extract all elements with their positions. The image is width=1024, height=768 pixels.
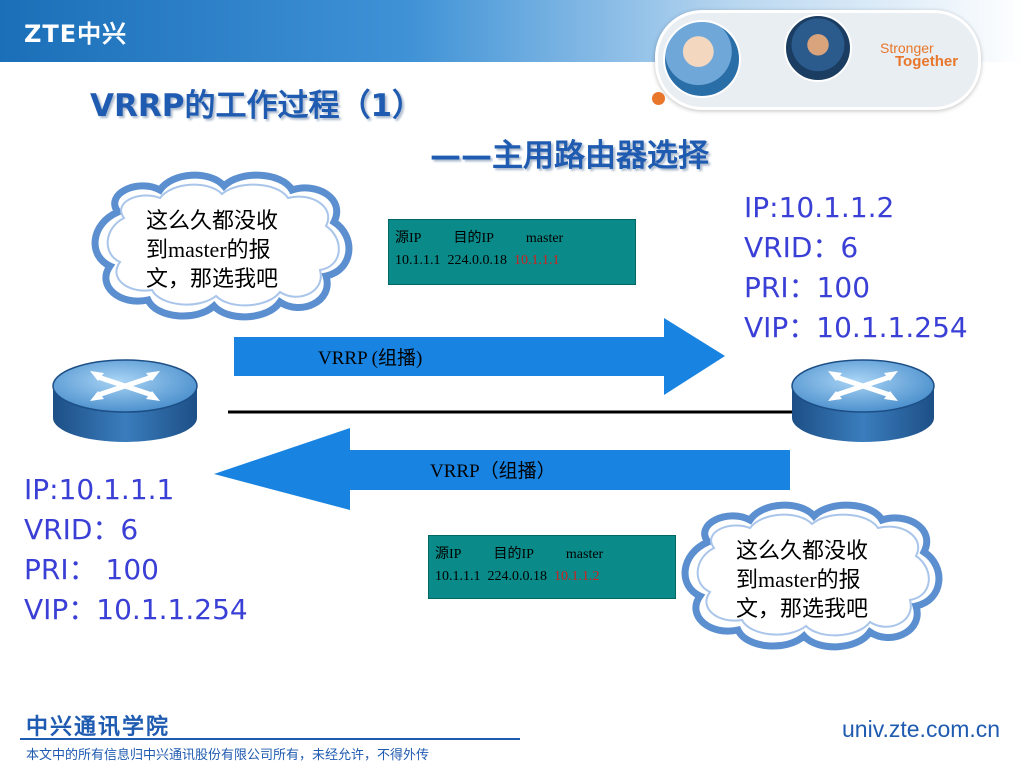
packet-top-header-master: master — [525, 231, 564, 246]
packet-bottom-header-dst: 目的IP — [493, 547, 534, 562]
arrow-right-label: VRRP (组播) — [318, 348, 423, 369]
packet-box-bottom: 源IP 目的IP master 10.1.1.1 224.0.0.18 10.1.1… — [428, 535, 676, 599]
arrow-right — [234, 318, 725, 395]
packet-bottom-header-master: master — [565, 547, 604, 562]
packet-top-dst: 224.0.0.18 — [447, 253, 508, 268]
cloud-bottom-text: 这么久都没收 到master的报 文，那选我吧 — [736, 536, 868, 623]
footer-divider — [20, 738, 520, 740]
cloud-bottom-line1: 这么久都没收 — [736, 538, 869, 563]
packet-bottom-dst: 224.0.0.18 — [487, 569, 548, 584]
slogan-line2: Together — [895, 53, 959, 70]
packet-top-header-dst: 目的IP — [453, 231, 494, 246]
router-right-vrid: VRID：6 — [744, 231, 859, 264]
cloud-top-line1: 这么久都没收 — [146, 208, 279, 233]
cloud-bottom-line2: 到master的报 — [736, 567, 861, 592]
thought-cloud-top — [91, 171, 353, 321]
cloud-bottom-line3: 文，那选我吧 — [736, 596, 869, 621]
packet-bottom-src: 10.1.1.1 — [435, 569, 481, 584]
packet-box-top: 源IP 目的IP master 10.1.1.1 224.0.0.18 10.1.1… — [388, 219, 636, 285]
thought-cloud-bottom — [681, 501, 943, 651]
router-left-icon — [52, 359, 198, 442]
router-left-vip: VIP：10.1.1.254 — [24, 593, 248, 626]
router-right-ip: IP:10.1.1.2 — [744, 191, 895, 224]
accent-dot — [652, 92, 665, 105]
slide-title: VRRP的工作过程（1） — [90, 88, 424, 124]
footer-url: univ.zte.com.cn — [842, 716, 1001, 742]
router-left-info: IP:10.1.1.1 VRID：6 PRI： 100 VIP：10.1.1.2… — [24, 470, 248, 630]
slide-subtitle: ——主用路由器选择 — [430, 138, 709, 174]
router-right-vip: VIP：10.1.1.254 — [744, 311, 968, 344]
router-left-ip: IP:10.1.1.1 — [24, 473, 175, 506]
packet-bottom-header-src: 源IP — [435, 547, 462, 562]
header-photo-right — [784, 14, 852, 82]
cloud-top-text: 这么久都没收 到master的报 文，那选我吧 — [146, 206, 278, 293]
packet-bottom-master: 10.1.1.2 — [554, 569, 600, 584]
arrow-left — [214, 428, 790, 510]
router-right-icon — [791, 359, 935, 442]
zte-logo: ZTE中兴 — [24, 20, 128, 48]
router-right-pri: PRI：100 — [744, 271, 871, 304]
footer-org: 中兴通讯学院 — [26, 715, 171, 740]
packet-top-src: 10.1.1.1 — [395, 253, 441, 268]
footer-copyright-note: 本文中的所有信息归中兴通讯股份有限公司所有，未经允许，不得外传 — [26, 748, 430, 763]
cloud-top-line3: 文，那选我吧 — [146, 266, 279, 291]
router-right-info: IP:10.1.1.2 VRID：6 PRI：100 VIP：10.1.1.25… — [744, 188, 968, 348]
arrow-left-label: VRRP（组播） — [430, 461, 556, 482]
header-photo-left — [663, 20, 741, 98]
cloud-top-line2: 到master的报 — [146, 237, 271, 262]
router-left-vrid: VRID：6 — [24, 513, 139, 546]
packet-top-master: 10.1.1.1 — [514, 253, 560, 268]
router-left-pri: PRI： 100 — [24, 553, 159, 586]
slogan-line1: Stronger — [880, 40, 934, 56]
packet-top-header-src: 源IP — [395, 231, 422, 246]
